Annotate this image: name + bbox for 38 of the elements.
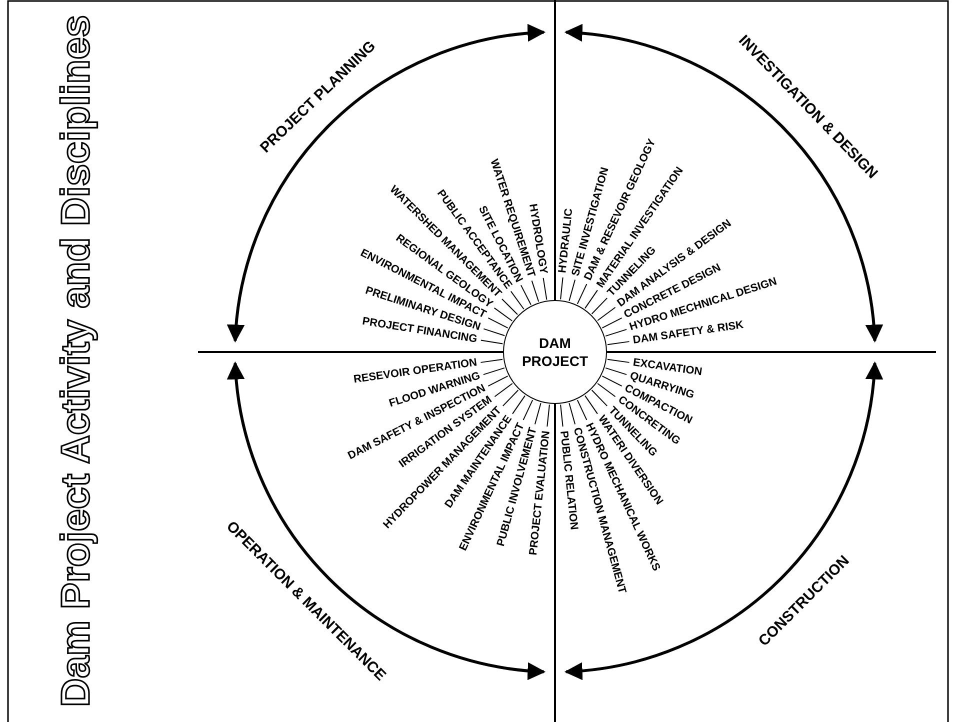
spoke-line — [546, 404, 550, 428]
spoke-line — [494, 307, 513, 322]
title: Dam Project Activity and Disciplines — [53, 14, 99, 708]
spoke-line — [602, 317, 622, 328]
spoke-line — [584, 290, 598, 309]
spoke-line — [482, 367, 505, 376]
spoke-line — [534, 402, 542, 425]
spoke-line — [576, 400, 588, 420]
spoke-line — [606, 341, 630, 346]
spoke-line — [542, 277, 548, 300]
spoke-line — [483, 328, 506, 336]
spoke-line — [531, 280, 540, 302]
spoke-line — [480, 340, 504, 344]
spoke-line — [488, 317, 508, 328]
spoke-line — [605, 367, 628, 376]
center-circle: DAM PROJECT — [503, 300, 607, 404]
spoke-line — [502, 390, 519, 406]
spoke-line — [522, 400, 534, 420]
spoke-line — [560, 276, 564, 300]
spoke-line — [568, 402, 576, 425]
spoke-line — [597, 306, 616, 321]
spoke-line — [510, 290, 524, 310]
spoke-line — [494, 383, 513, 398]
spoke-line — [597, 383, 616, 398]
spoke-line — [488, 376, 508, 387]
spoke-line — [605, 328, 628, 337]
spoke-line — [512, 395, 526, 414]
spoke-line — [560, 404, 564, 428]
spoke-line — [568, 279, 576, 302]
spoke-line — [591, 390, 608, 406]
spoke-line — [591, 298, 608, 314]
spoke-line — [520, 284, 532, 306]
spoke-line — [501, 298, 518, 316]
spoke-line — [606, 358, 630, 363]
spoke-line — [584, 395, 598, 414]
spoke-line — [602, 376, 622, 387]
spoke-line — [480, 358, 504, 363]
spoke-line — [576, 284, 588, 304]
